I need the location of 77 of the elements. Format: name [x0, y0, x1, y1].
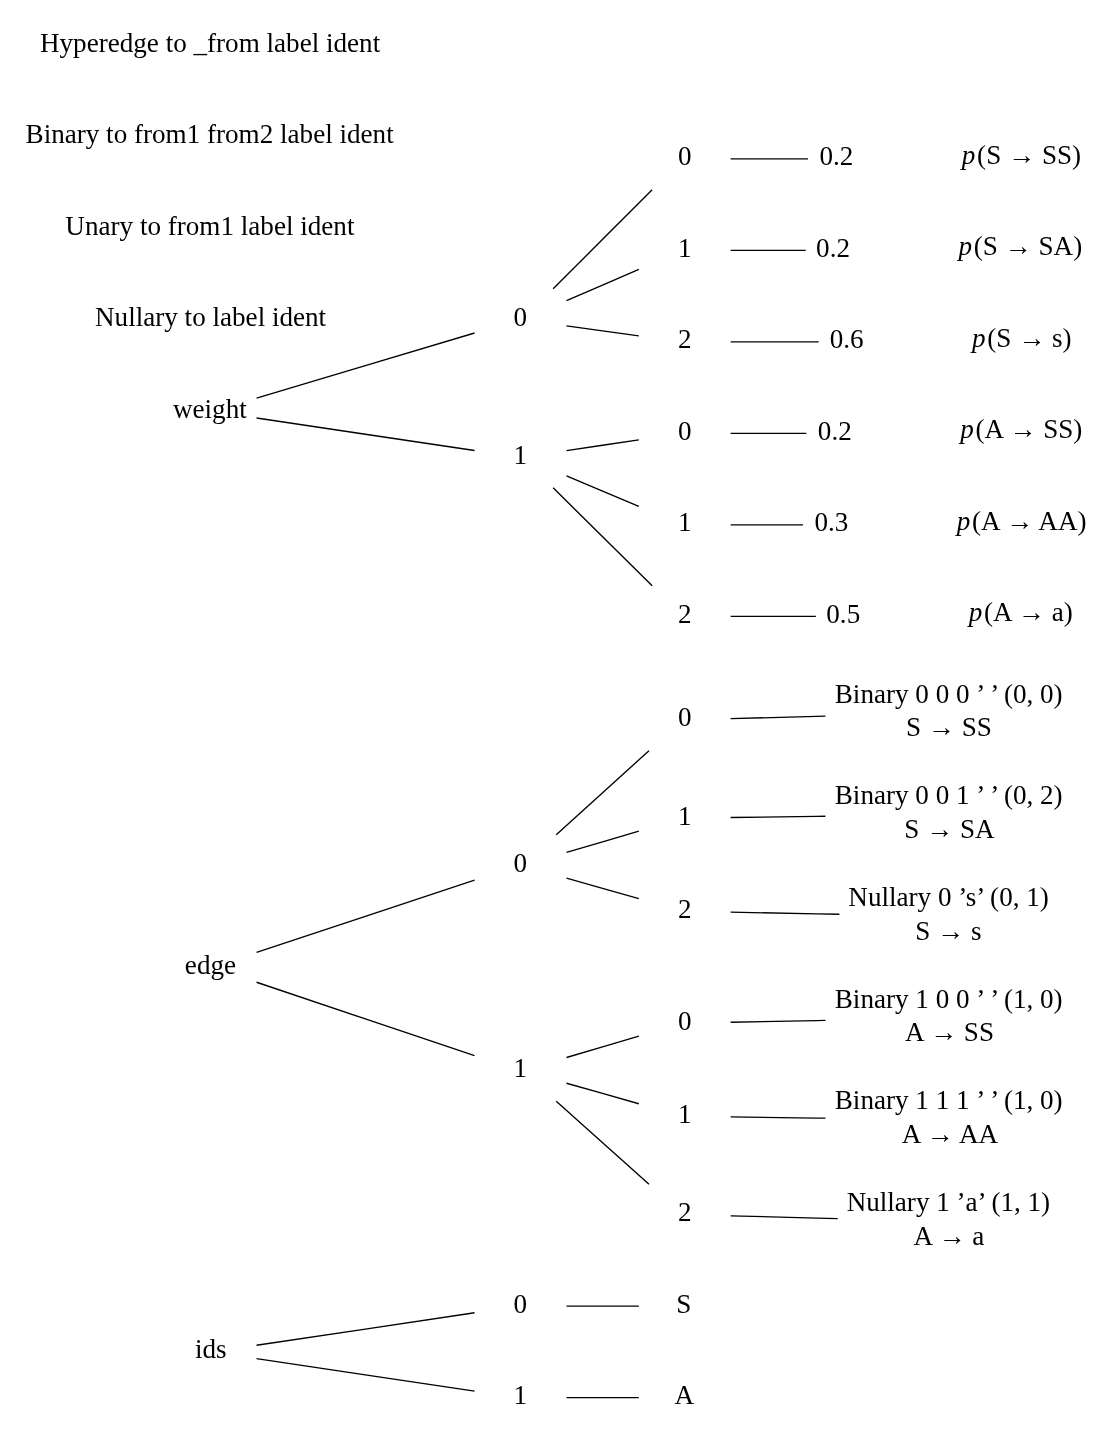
node-text: Binary 1 0 0 ’ ’ (1, 0) A → SS	[834, 983, 1063, 1048]
connector	[255, 1312, 475, 1346]
node-text: 0	[677, 1005, 692, 1036]
connector	[565, 830, 639, 854]
connector	[565, 1305, 639, 1307]
node-text: 0	[677, 702, 692, 733]
connector	[551, 487, 653, 587]
node-text: 0	[677, 415, 692, 446]
connector	[729, 1116, 826, 1119]
node-label: p(S → SS)	[961, 139, 1081, 170]
node-text: weight	[172, 393, 247, 424]
connector	[729, 1215, 838, 1220]
node-text: 1	[677, 507, 692, 538]
node-text: S	[675, 1288, 691, 1319]
node-text: 0.3	[813, 507, 848, 538]
label: Hyperedge to _from label ident	[39, 27, 380, 58]
node-text: 2	[677, 324, 692, 355]
node-text: 0.5	[825, 598, 860, 629]
node-label: p(S → SA)	[957, 231, 1082, 262]
node-text: 2	[677, 1197, 692, 1228]
connector	[729, 715, 826, 720]
node-text: 2	[677, 893, 692, 924]
connector	[565, 1082, 639, 1105]
connector	[555, 750, 650, 836]
node-text: 0	[513, 302, 527, 333]
connector	[255, 1357, 475, 1392]
connector	[555, 1100, 650, 1185]
connector	[729, 815, 826, 819]
node-text: 1	[677, 232, 692, 263]
node-text: edge	[184, 949, 236, 980]
node-label: p(A → a)	[968, 597, 1073, 628]
node-text: 1	[513, 439, 527, 470]
connector	[729, 911, 840, 915]
node-text: 0	[677, 141, 692, 172]
label: Binary to from1 from2 label ident	[25, 119, 394, 150]
connector	[255, 879, 475, 954]
node-text: 2	[677, 598, 692, 629]
node-text: Binary 0 0 1 ’ ’ (0, 2) S → SA	[834, 780, 1063, 845]
connector	[729, 341, 819, 343]
node-text: 0.2	[815, 232, 850, 263]
connector	[729, 1019, 826, 1023]
node-text: 1	[513, 1053, 527, 1084]
node-text: Nullary 1 ’a’ (1, 1) A → a	[846, 1186, 1050, 1251]
connector	[729, 524, 804, 526]
node-text: A	[674, 1380, 694, 1411]
node-label: p(A → SS)	[959, 414, 1082, 445]
node-text: 0	[513, 1288, 527, 1319]
connector	[255, 417, 475, 452]
node-text: Nullary 0 ’s’ (0, 1) S → s	[847, 881, 1049, 946]
node-text: 0.2	[817, 415, 852, 446]
connector	[729, 432, 807, 435]
connector	[565, 325, 639, 337]
label: Nullary to label ident	[94, 302, 326, 333]
node-label: p(S → s)	[971, 322, 1072, 353]
connector	[565, 1397, 639, 1399]
connector	[729, 615, 817, 618]
node-text: 1	[677, 800, 692, 831]
connector	[565, 475, 639, 507]
node-text: Binary 1 1 1 ’ ’ (1, 0) A → AA	[834, 1085, 1063, 1150]
node-text: Binary 0 0 0 ’ ’ (0, 0) S → SS	[834, 678, 1063, 743]
label: Unary to from1 label ident	[64, 210, 354, 241]
connector	[729, 158, 809, 160]
connector	[565, 877, 639, 900]
node-text: 0.6	[829, 324, 864, 355]
connector	[565, 439, 639, 452]
node-text: 1	[677, 1098, 692, 1129]
connector	[551, 189, 653, 290]
connector	[565, 1035, 639, 1059]
node-label: p(A → AA)	[956, 505, 1087, 536]
node-text: 1	[513, 1380, 527, 1411]
node-text: ids	[194, 1334, 227, 1365]
node-text: 0.2	[819, 141, 853, 172]
connector	[255, 332, 475, 399]
connector	[255, 981, 475, 1057]
connector	[565, 268, 639, 302]
node-text: 0	[513, 847, 527, 878]
connector	[729, 249, 806, 252]
